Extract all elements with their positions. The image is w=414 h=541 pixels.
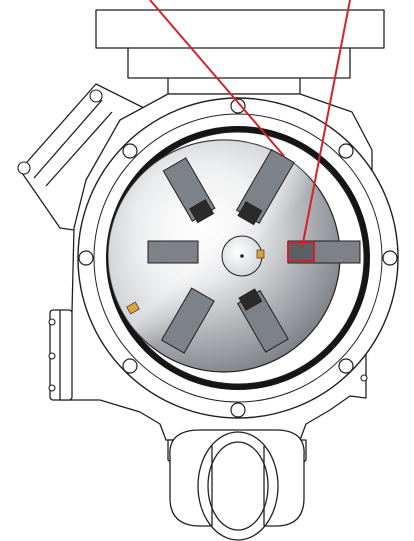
vane-lower-right xyxy=(236,288,289,353)
bolt-hole xyxy=(382,250,398,266)
relief-valve-marker xyxy=(126,301,140,315)
vane-right-push-rod xyxy=(287,242,315,262)
bolt-hole xyxy=(230,402,246,418)
callout-line-vane xyxy=(149,0,285,157)
bolt-hole xyxy=(338,143,354,159)
vanes xyxy=(147,148,361,354)
vane-upper-left xyxy=(162,157,216,224)
shaft-key xyxy=(256,249,265,259)
callout-line-push-rod xyxy=(301,0,351,249)
vane-left xyxy=(147,240,199,264)
bolt-hole xyxy=(122,143,138,159)
bolt-hole xyxy=(78,250,94,266)
bolt-hole xyxy=(338,358,354,374)
vane-right xyxy=(287,240,361,264)
bolt-holes xyxy=(78,98,398,418)
callouts xyxy=(149,0,351,249)
shaft xyxy=(221,235,265,277)
discharge-port xyxy=(169,429,305,541)
vane-lower-left xyxy=(160,287,215,354)
bolt-hole xyxy=(122,358,138,374)
bolt-hole xyxy=(230,98,246,114)
